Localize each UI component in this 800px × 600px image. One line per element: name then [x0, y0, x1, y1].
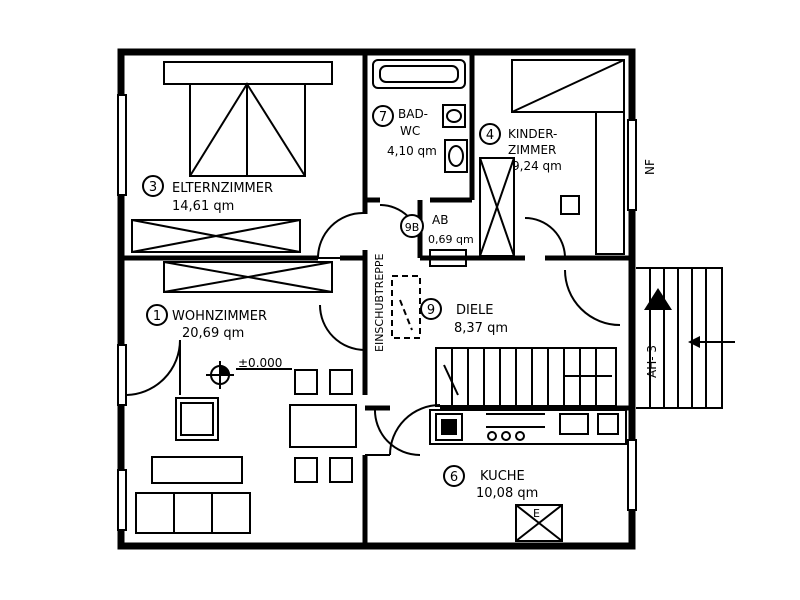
room-name-ab: AB — [432, 213, 448, 227]
room-name-wc: WC — [400, 124, 420, 138]
room-area-kuche: 10,08 qm — [476, 486, 538, 501]
label-level: ±0.000 — [238, 356, 282, 370]
room-area-elternzimmer: 14,61 qm — [172, 199, 234, 214]
wardrobe-children — [479, 157, 580, 257]
dining-set — [135, 369, 357, 534]
room-area-ab: 0,69 qm — [428, 233, 474, 246]
staircase — [435, 347, 617, 407]
desk-children — [595, 111, 625, 255]
room-name-elternzimmer: ELTERNZIMMER — [172, 181, 273, 196]
room-num-9: 9 — [427, 303, 435, 318]
entrance-arrow-icon — [644, 288, 700, 348]
doors — [124, 204, 621, 457]
label-einschubtreppe: EINSCHUBTREPPE — [373, 253, 386, 352]
room-num-7: 7 — [379, 110, 387, 125]
washbasin — [442, 104, 466, 128]
room-name-diele: DIELE — [456, 303, 494, 318]
room-name-zimmer: ZIMMER — [508, 143, 556, 157]
room-num-6: 6 — [450, 470, 458, 485]
label-entrance: AH- 3 — [645, 345, 659, 378]
bed-double — [163, 61, 333, 177]
toilet — [444, 139, 468, 173]
room-area-wohnzimmer: 20,69 qm — [182, 326, 244, 341]
room-num-1: 1 — [153, 309, 161, 324]
room-area-diele: 8,37 qm — [454, 321, 508, 336]
room-name-bad: BAD- — [398, 107, 428, 121]
label-north: NF — [643, 159, 657, 175]
room-number-circles — [142, 105, 501, 487]
attic-hatch — [391, 275, 421, 339]
room-area-kinderzimmer: 9,24 qm — [512, 159, 562, 173]
bathtub — [372, 59, 466, 89]
room-name-wohnzimmer: WOHNZIMMER — [172, 309, 267, 324]
room-num-3: 3 — [149, 180, 157, 195]
cabinet-living — [163, 261, 333, 293]
bed-single — [511, 59, 625, 113]
room-area-bad: 4,10 qm — [387, 144, 437, 158]
chimney-small — [429, 249, 467, 267]
windows — [117, 94, 637, 531]
room-num-4: 4 — [486, 128, 494, 143]
entrance-steps — [636, 267, 735, 409]
kitchen-counter — [429, 409, 627, 542]
level-marker — [206, 361, 292, 389]
room-name-kinder: KINDER- — [508, 127, 557, 141]
room-num-9b: 9B — [405, 221, 420, 234]
room-name-kuche: KUCHE — [480, 469, 525, 484]
wardrobe-parents — [131, 219, 301, 253]
interior-walls — [121, 52, 632, 546]
label-chimney: E — [533, 507, 540, 520]
